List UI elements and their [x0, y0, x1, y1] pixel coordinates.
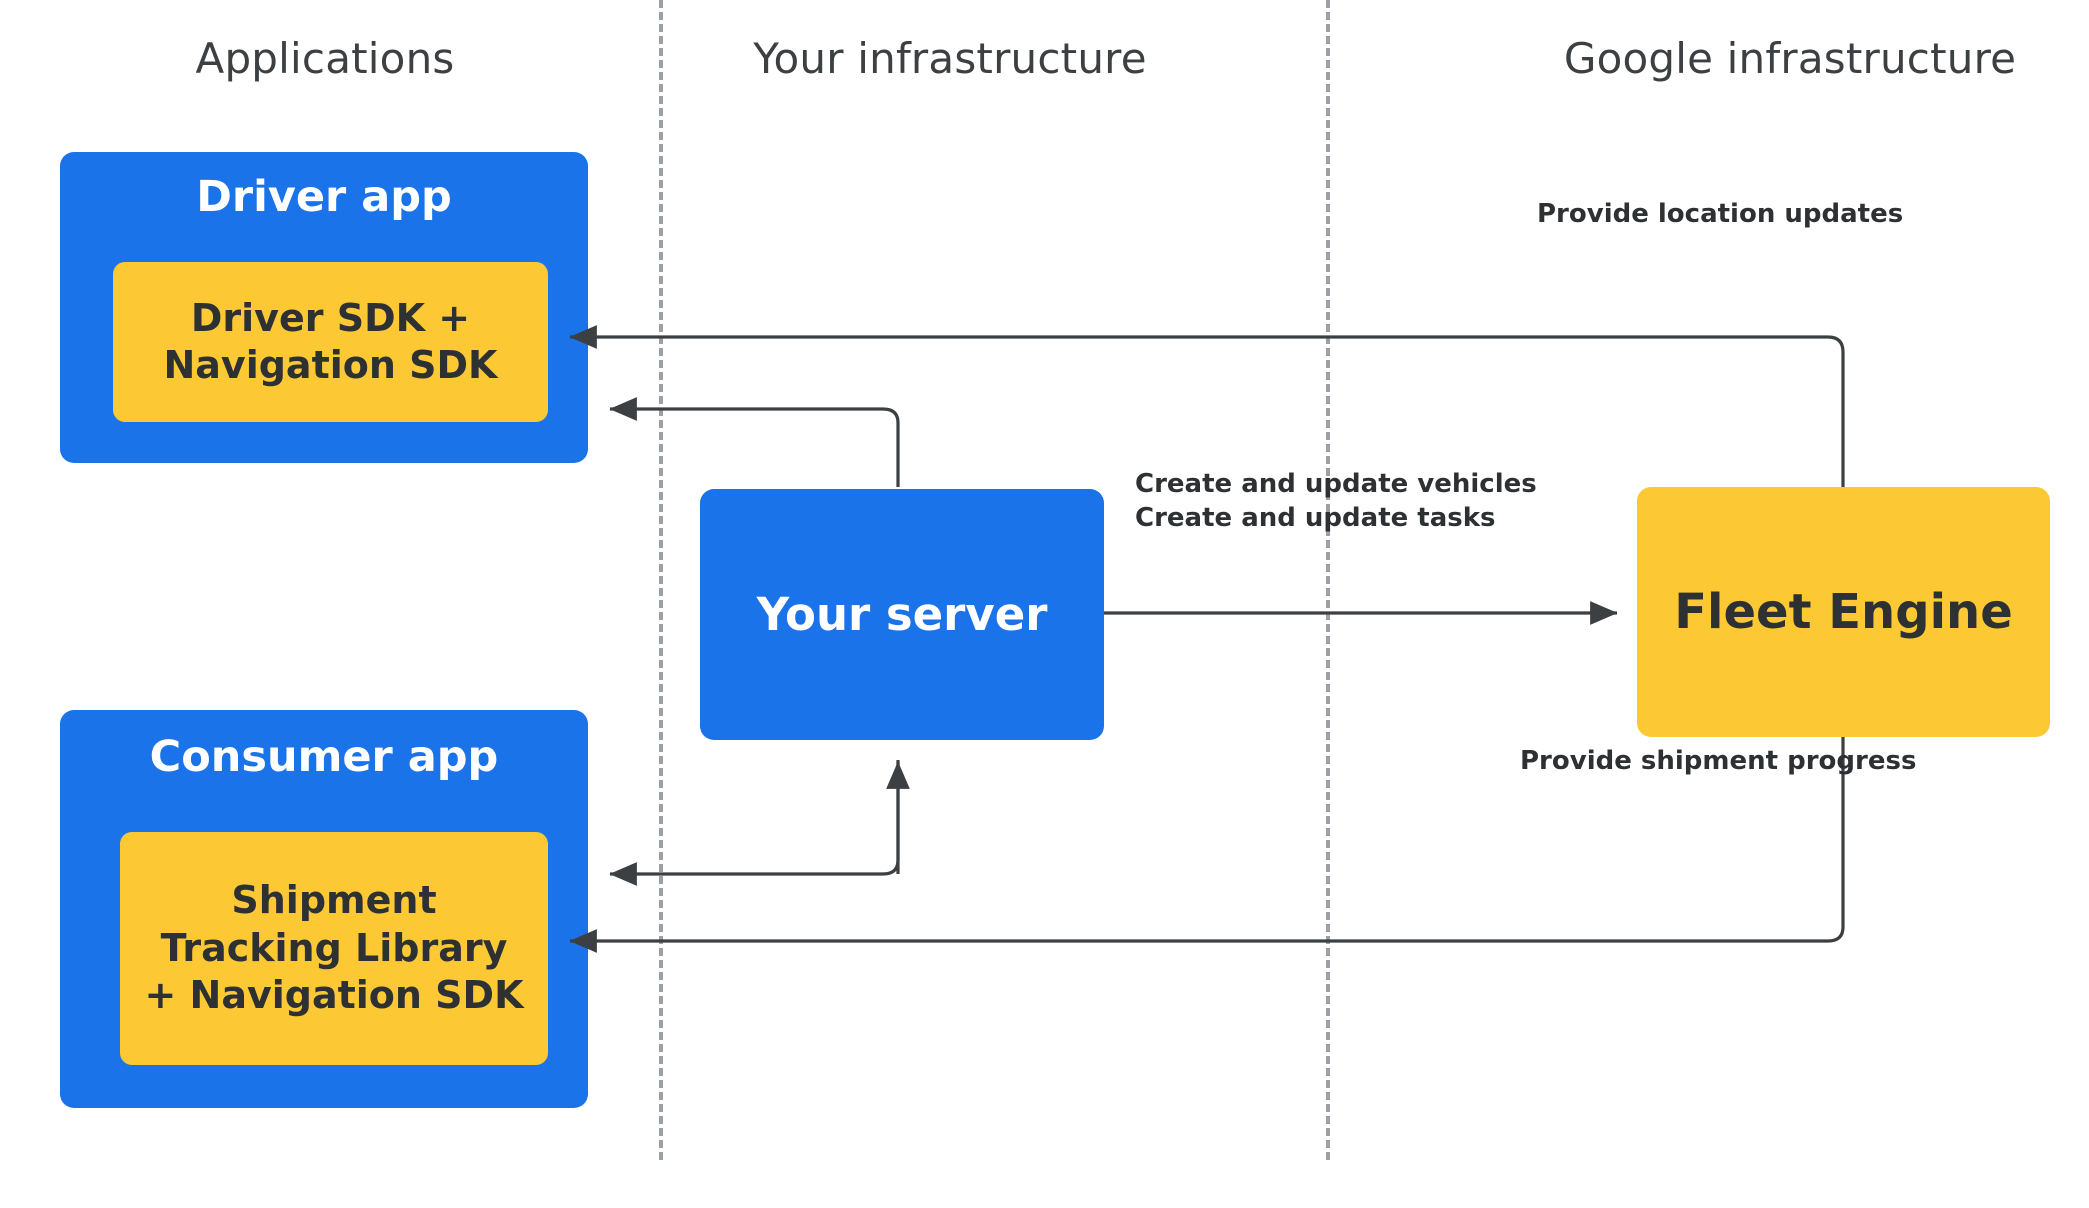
edge-server-to-driver-app [609, 397, 900, 487]
driver-sdk-line-1: Driver SDK + [190, 295, 471, 340]
node-your-server: Your server [700, 489, 1104, 740]
driver-sdk-line-2: Navigation SDK [163, 343, 498, 387]
consumer-sdk-line-2: Tracking Library [160, 925, 508, 970]
edge-label-provide-location-updates: Provide location updates [1537, 199, 1904, 229]
edge-label-provide-shipment-progress: Provide shipment progress [1520, 746, 1917, 776]
node-consumer-sdk: Shipment Tracking Library + Navigation S… [120, 832, 548, 1065]
driver-app-title: Driver app [196, 172, 452, 222]
column-header-your-infrastructure: Your infrastructure [753, 34, 1147, 83]
node-fleet-engine: Fleet Engine [1637, 487, 2050, 737]
node-driver-sdk: Driver SDK + Navigation SDK [113, 262, 548, 422]
driver-sdk-label: Driver SDK + Navigation SDK [163, 295, 497, 390]
consumer-sdk-line-1: Shipment [231, 878, 437, 923]
your-server-title: Your server [756, 588, 1048, 641]
edge-label-create-and-update-tasks: Create and update tasks [1135, 503, 1496, 533]
column-header-applications: Applications [195, 34, 455, 83]
consumer-sdk-label: Shipment Tracking Library + Navigation S… [144, 877, 523, 1020]
edge-label-create-and-update-vehicles: Create and update vehicles [1135, 469, 1537, 499]
column-divider-left [659, 0, 663, 1160]
edge-provide-location-updates [569, 325, 1845, 487]
column-divider-right [1326, 0, 1330, 1160]
consumer-app-title: Consumer app [149, 732, 499, 782]
fleet-engine-title: Fleet Engine [1674, 584, 2013, 640]
edge-server-to-consumer-app [609, 760, 900, 886]
column-header-google-infrastructure: Google infrastructure [1563, 34, 2017, 83]
consumer-sdk-line-3: + Navigation SDK [144, 973, 524, 1018]
